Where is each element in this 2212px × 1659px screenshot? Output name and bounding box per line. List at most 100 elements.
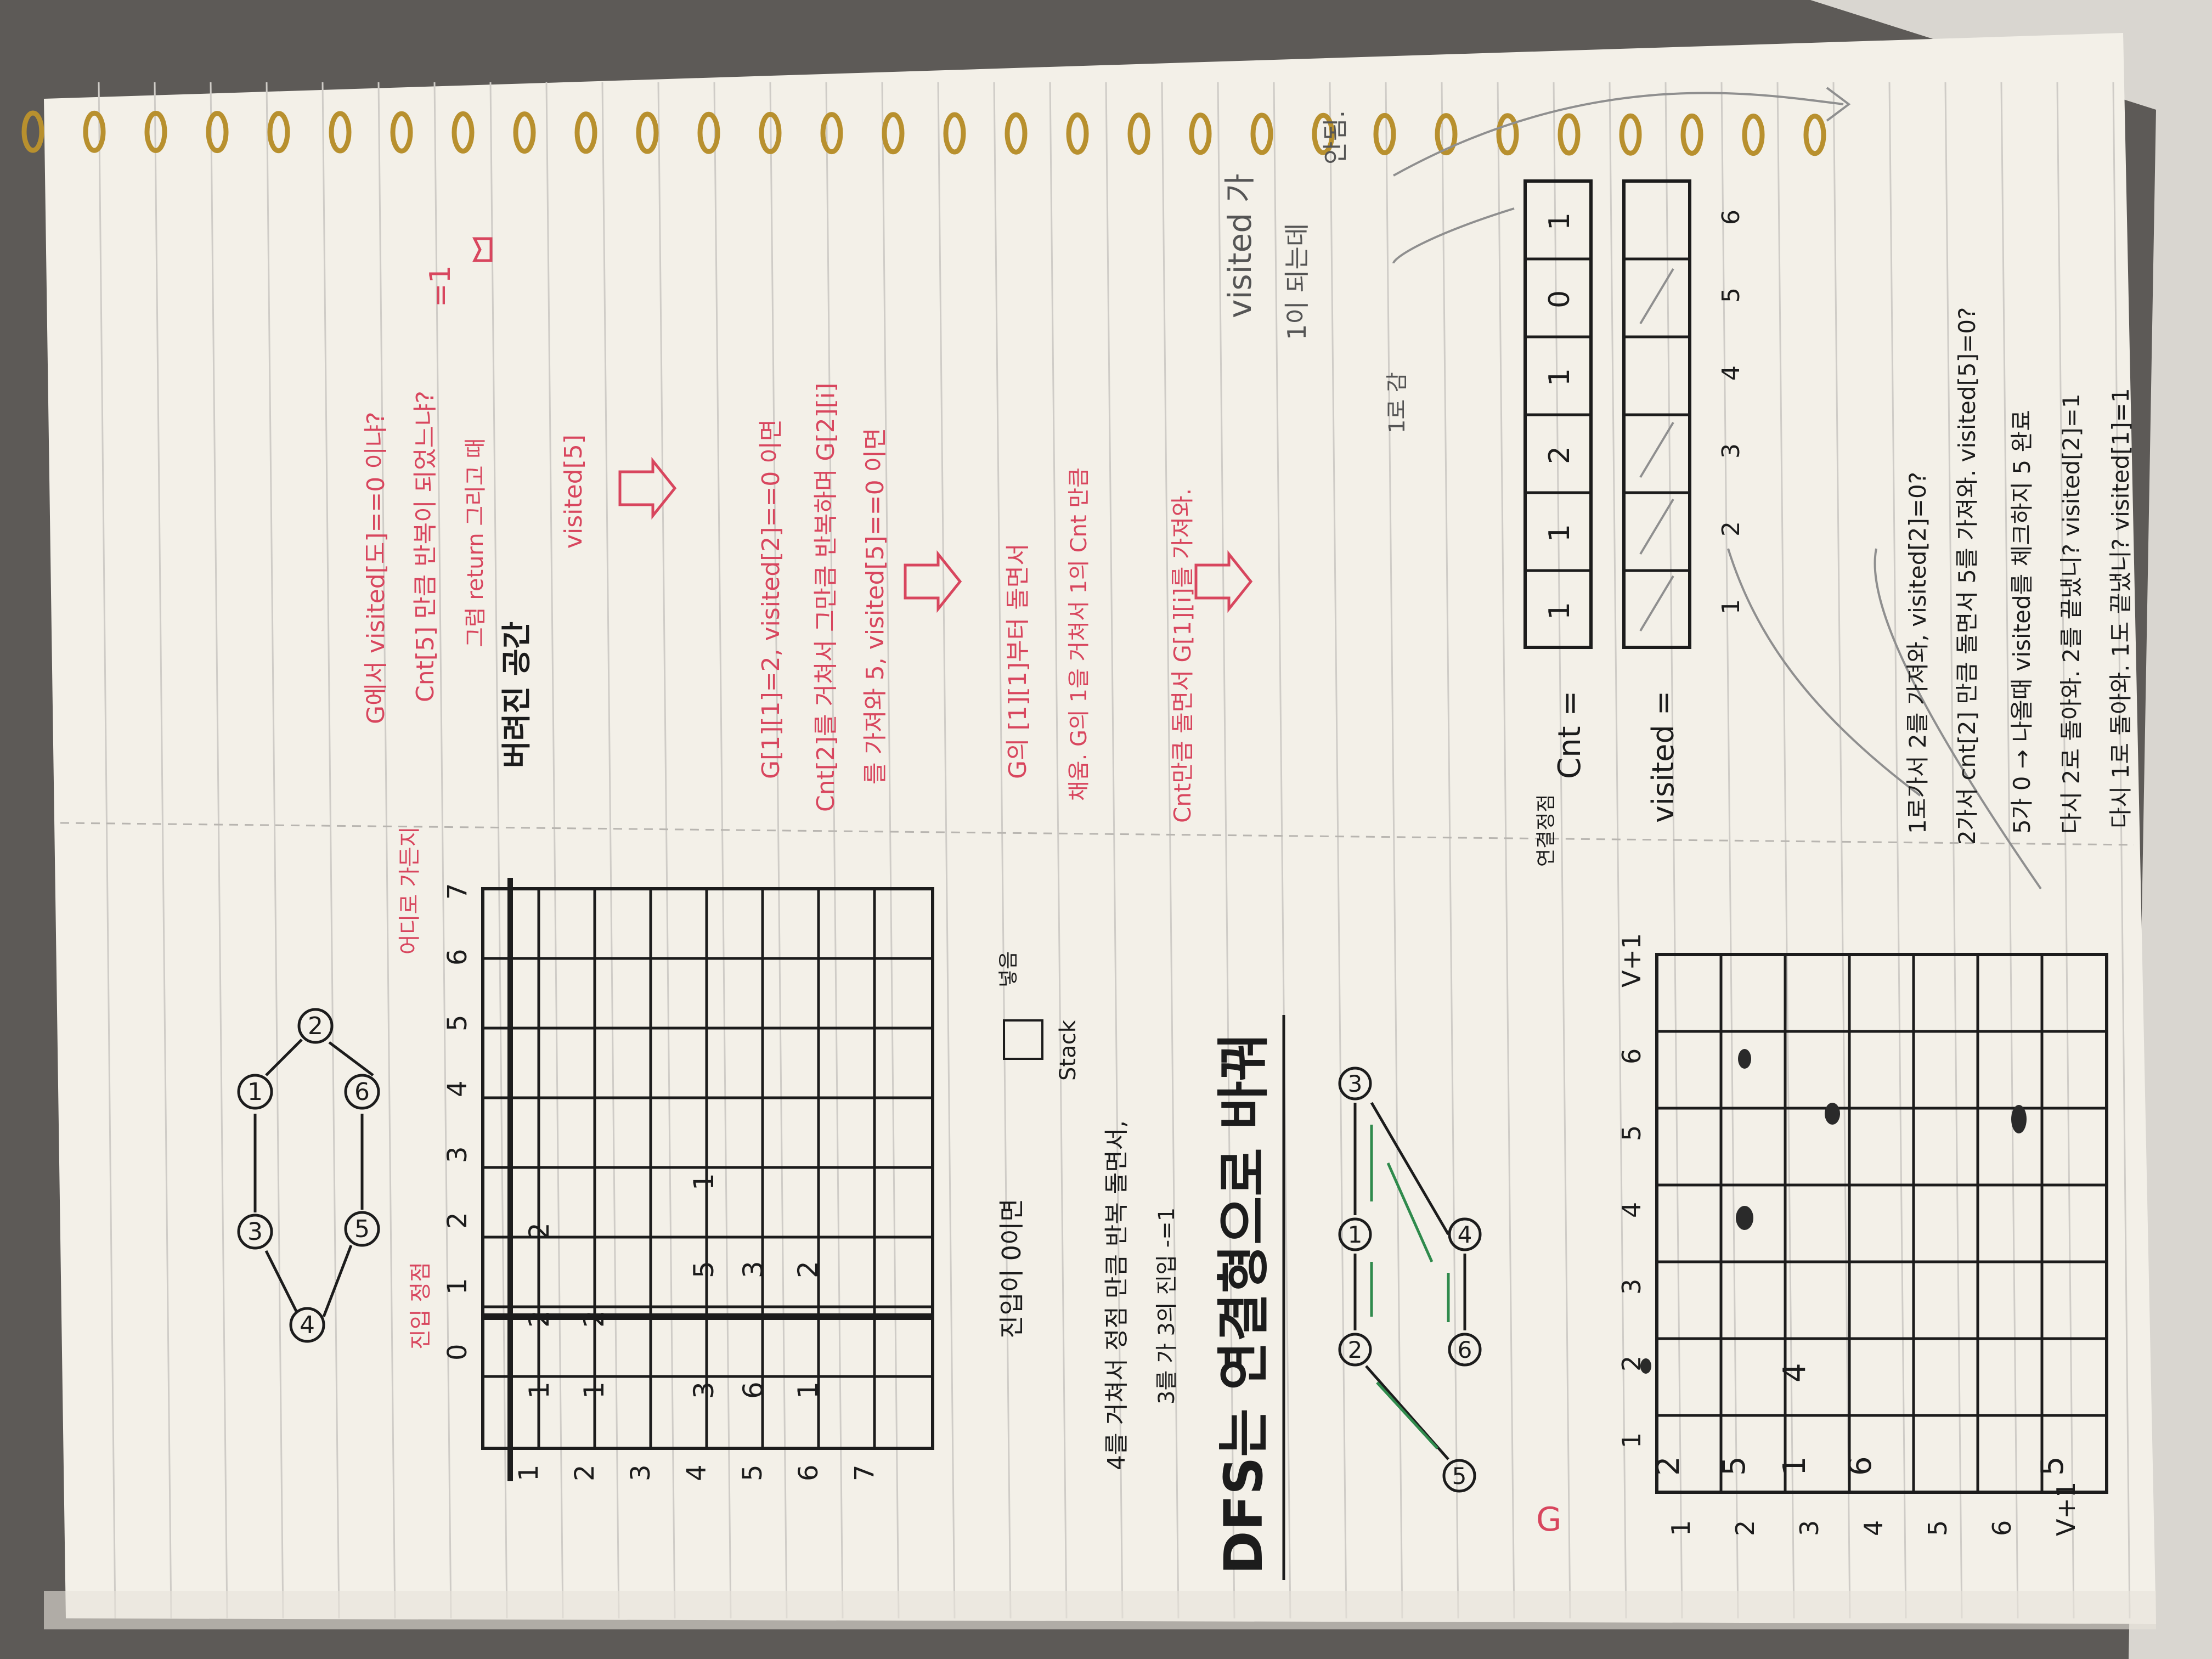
dfs-node-label: 2 xyxy=(1348,1336,1363,1363)
stack-col-header: 4 xyxy=(442,1080,473,1097)
stack-cell-value: 2 xyxy=(523,1310,555,1328)
dfs-node-2 xyxy=(1338,1333,1372,1367)
stack-cell-value: 6 xyxy=(737,1381,769,1399)
dfs-node-4 xyxy=(1448,1217,1482,1251)
stack-header-label: 진입 정점 xyxy=(408,1262,433,1350)
g-row-label: 3 xyxy=(1795,1520,1824,1536)
array-index-label: 6 xyxy=(1717,210,1745,225)
cnt-array xyxy=(1523,179,1593,649)
spiral-ring xyxy=(1680,113,1703,156)
stack-cell-value: 2 xyxy=(523,1222,555,1240)
topological-graph xyxy=(237,1008,380,1343)
dfs-node-label: 3 xyxy=(1348,1070,1363,1097)
spiral-ring xyxy=(1066,112,1089,155)
stack-col-header: 3 xyxy=(442,1146,473,1163)
g-col-header: 6 xyxy=(1617,1048,1646,1064)
stack-col-header: 1 xyxy=(442,1278,473,1295)
red-note: G에서 visited[도]==0 이냐? xyxy=(362,411,390,724)
stack-cell-value: 1 xyxy=(688,1173,720,1190)
array-index-label: 3 xyxy=(1717,443,1745,459)
spiral-ring xyxy=(820,112,843,155)
dfs-node-5 xyxy=(1442,1459,1476,1493)
g-row-label: 2 xyxy=(1730,1520,1760,1536)
array-index-label: 4 xyxy=(1717,365,1745,381)
red-note: Cnt만큼 돌면서 G[1][i]를 가져와. xyxy=(1169,488,1196,823)
spiral-ring xyxy=(1250,112,1273,155)
graph-node-label: 4 xyxy=(300,1311,315,1339)
pencil-arrows xyxy=(1392,87,2042,890)
graph-node-label: 1 xyxy=(247,1078,263,1106)
cnt-cell-value: 1 xyxy=(1543,524,1576,542)
g-row-label: 6 xyxy=(1987,1520,2017,1536)
graph-node-5 xyxy=(344,1211,380,1247)
spiral-ring xyxy=(267,111,290,154)
spiral-ring xyxy=(943,112,966,155)
dfs-node-label: 6 xyxy=(1458,1336,1472,1363)
g-cell-value: 5 xyxy=(2035,1456,2070,1476)
graph-caption: 어디로 가든지 xyxy=(397,826,422,955)
g-row-label: 5 xyxy=(1923,1520,1953,1536)
stack-row-label: 2 xyxy=(569,1464,600,1481)
red-note: 채움. G의 1을 거쳐서 1의 Cnt 만큼 xyxy=(1066,467,1092,801)
g-matrix-label: G xyxy=(1536,1500,1562,1539)
red-note: G의 [1][1]부터 돌면서 xyxy=(1004,543,1032,779)
dfs-title: DFS는 연결형으로 바꿔 xyxy=(1213,1032,1274,1575)
notebook-page xyxy=(44,33,2156,1624)
dfs-node-1 xyxy=(1338,1217,1372,1251)
spiral-ring xyxy=(513,111,536,154)
dfs-node-label: 4 xyxy=(1458,1221,1472,1248)
stack-cell-value: 1 xyxy=(578,1381,610,1399)
stack-axis-label: 버려진 공간 xyxy=(499,622,534,768)
stack-cell-value: 2 xyxy=(578,1310,610,1328)
g-col-header: 5 xyxy=(1617,1125,1646,1141)
note-indegree-zero: 진입이 0이면 xyxy=(997,1199,1026,1339)
dfs-node-label: 5 xyxy=(1452,1463,1467,1489)
stack-row-label: 1 xyxy=(514,1464,544,1481)
g-cell-value: 6 xyxy=(1843,1456,1878,1476)
graph-node-label: 2 xyxy=(308,1012,323,1040)
dfs-node-3 xyxy=(1338,1066,1372,1101)
stack-cell-value: 3 xyxy=(737,1261,769,1278)
note-loop: 4를 거쳐서 정점 만큼 반복 돌면서, xyxy=(1103,1120,1131,1470)
spiral-ring xyxy=(1435,113,1458,156)
graph-node-4 xyxy=(289,1307,325,1343)
note-visited: visited 가 xyxy=(1221,173,1259,318)
array-index-label: 1 xyxy=(1717,599,1745,614)
array-index-label: 2 xyxy=(1717,521,1745,537)
stack-row-label: 6 xyxy=(793,1464,824,1481)
spiral-ring xyxy=(1803,114,1826,156)
bottom-note: 5가 0 → 나올때 visited를 체크하지 5 완료 xyxy=(2008,410,2035,834)
spiral-ring xyxy=(1127,112,1150,155)
fold-line xyxy=(60,822,2135,846)
g-cell-value: 4 xyxy=(1777,1363,1813,1383)
g-col-header: V+1 xyxy=(1617,933,1646,988)
dfs-node-6 xyxy=(1448,1333,1482,1367)
graph-node-3 xyxy=(237,1214,273,1250)
cnt-cell-value: 0 xyxy=(1543,290,1576,308)
note-decrement: 3를 가 3의 진입 -=1 xyxy=(1154,1207,1180,1404)
stack-col-header: 0 xyxy=(442,1344,473,1361)
red-note: Cnt[2]를 거쳐서 그만큼 반복하며 G[2][i] xyxy=(812,383,840,812)
visited-label: visited = xyxy=(1646,691,1680,823)
spiral-ring xyxy=(1619,113,1642,156)
note-stack: Stack xyxy=(1056,1019,1081,1081)
stack-table xyxy=(481,878,934,1481)
note-go-one: 1로 감 xyxy=(1385,372,1410,433)
array-index-label: 5 xyxy=(1717,287,1745,303)
spiral-ring xyxy=(83,110,106,153)
stack-col-header: 5 xyxy=(442,1014,473,1031)
spiral-ring xyxy=(1742,114,1765,156)
dfs-green-arrows xyxy=(1370,1125,1450,1449)
cnt-cell-value: 1 xyxy=(1543,602,1576,620)
stack-row-label: 4 xyxy=(681,1464,712,1481)
g-col-header: 4 xyxy=(1617,1202,1646,1218)
graph-node-label: 6 xyxy=(354,1078,370,1106)
spiral-ring xyxy=(1373,112,1396,155)
spiral-ring xyxy=(759,111,782,154)
cnt-cell-value: 1 xyxy=(1543,368,1576,386)
graph-node-label: 5 xyxy=(354,1215,370,1243)
red-note: G[1][1]=2, visited[2]==0 이면 xyxy=(757,419,785,779)
spiral-ring xyxy=(1558,113,1581,156)
bottom-note: 다시 1로 돌아와. 1도 끝냈니? visited[1]=1 xyxy=(2107,388,2134,828)
dfs-node-label: 1 xyxy=(1348,1221,1363,1248)
